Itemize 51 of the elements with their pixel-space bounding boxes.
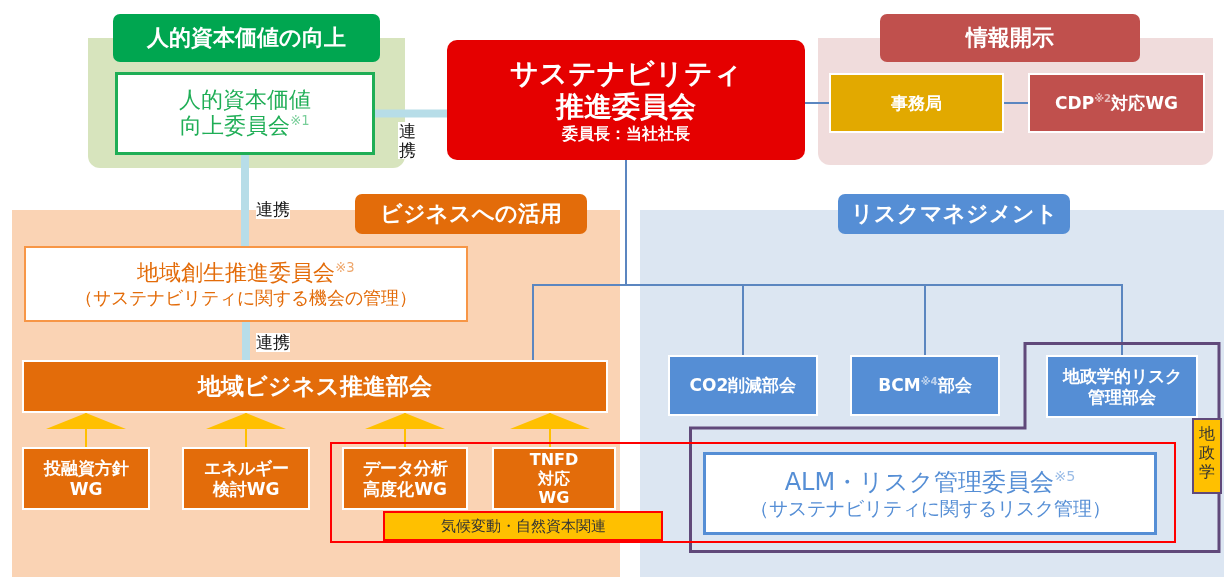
- committee-note: 委員長：当社社長: [562, 124, 690, 144]
- group-panel: [818, 14, 1213, 165]
- committee-name: 投融資方針WG: [42, 458, 130, 499]
- heading-tab: リスクマネジメント: [838, 194, 1070, 234]
- committee-box: [492, 447, 616, 510]
- edge-label: 連携: [256, 200, 290, 219]
- committee-name: TNFD対応WG: [528, 449, 580, 508]
- committee-name: ALM・リスク管理委員会$^{※5}$: [784, 467, 1076, 497]
- committee-box: [850, 355, 1000, 416]
- chevron-arrow: [510, 412, 590, 448]
- group-tag: 地政学: [1192, 418, 1222, 494]
- heading-tab: 人的資本価値の向上: [113, 14, 380, 62]
- committee-box: [115, 72, 375, 155]
- committee-note: （サステナビリティに関する機会の管理）: [75, 286, 417, 309]
- committee-box: [668, 355, 818, 416]
- committee-box: [447, 40, 805, 160]
- connector-line: [1003, 102, 1029, 104]
- heading-tab: 情報開示: [880, 14, 1140, 62]
- connector-line: [804, 102, 830, 104]
- committee-box: [182, 447, 310, 510]
- committee-box: [342, 447, 468, 510]
- chevron-arrow: [365, 412, 445, 448]
- committee-name: エネルギー検討WG: [202, 458, 290, 499]
- committee-name: 地域ビジネス推進部会: [198, 372, 432, 401]
- connector-line: [241, 155, 249, 246]
- group-panel: [12, 194, 620, 577]
- heading-tab: ビジネスへの活用: [355, 194, 587, 234]
- chevron-arrow: [46, 412, 126, 448]
- committee-box: [22, 447, 150, 510]
- committee-name: CO2削減部会: [689, 375, 797, 396]
- committee-note: （サステナビリティに関するリスク管理）: [749, 496, 1111, 520]
- committee-name: 人的資本価値向上委員会$^{※1}$: [178, 86, 312, 141]
- committee-name: CDP$^{※2}$対応WG: [1055, 92, 1178, 114]
- committee-box: [703, 452, 1157, 535]
- committee-box: [1046, 355, 1198, 418]
- committee-name: サステナビリティ推進委員会: [509, 56, 743, 124]
- chevron-arrow: [206, 412, 286, 448]
- committee-box: [22, 360, 608, 413]
- committee-box: [24, 246, 468, 322]
- edge-label: 連携: [256, 333, 290, 352]
- committee-name: 事務局: [891, 92, 942, 114]
- committee-name: 地域創生推進委員会$^{※3}$: [137, 259, 355, 287]
- committee-box: [1028, 73, 1205, 133]
- edge-label: 連携: [398, 122, 416, 160]
- committee-box: [829, 73, 1004, 133]
- committee-name: BCM$^{※4}$部会: [878, 375, 972, 396]
- committee-name: 地政学的リスク管理部会: [1061, 366, 1183, 407]
- group-tag: 気候変動・自然資本関連: [383, 511, 663, 541]
- committee-name: データ分析高度化WG: [361, 458, 449, 499]
- connector-line: [242, 322, 250, 360]
- connector-line: [375, 109, 447, 118]
